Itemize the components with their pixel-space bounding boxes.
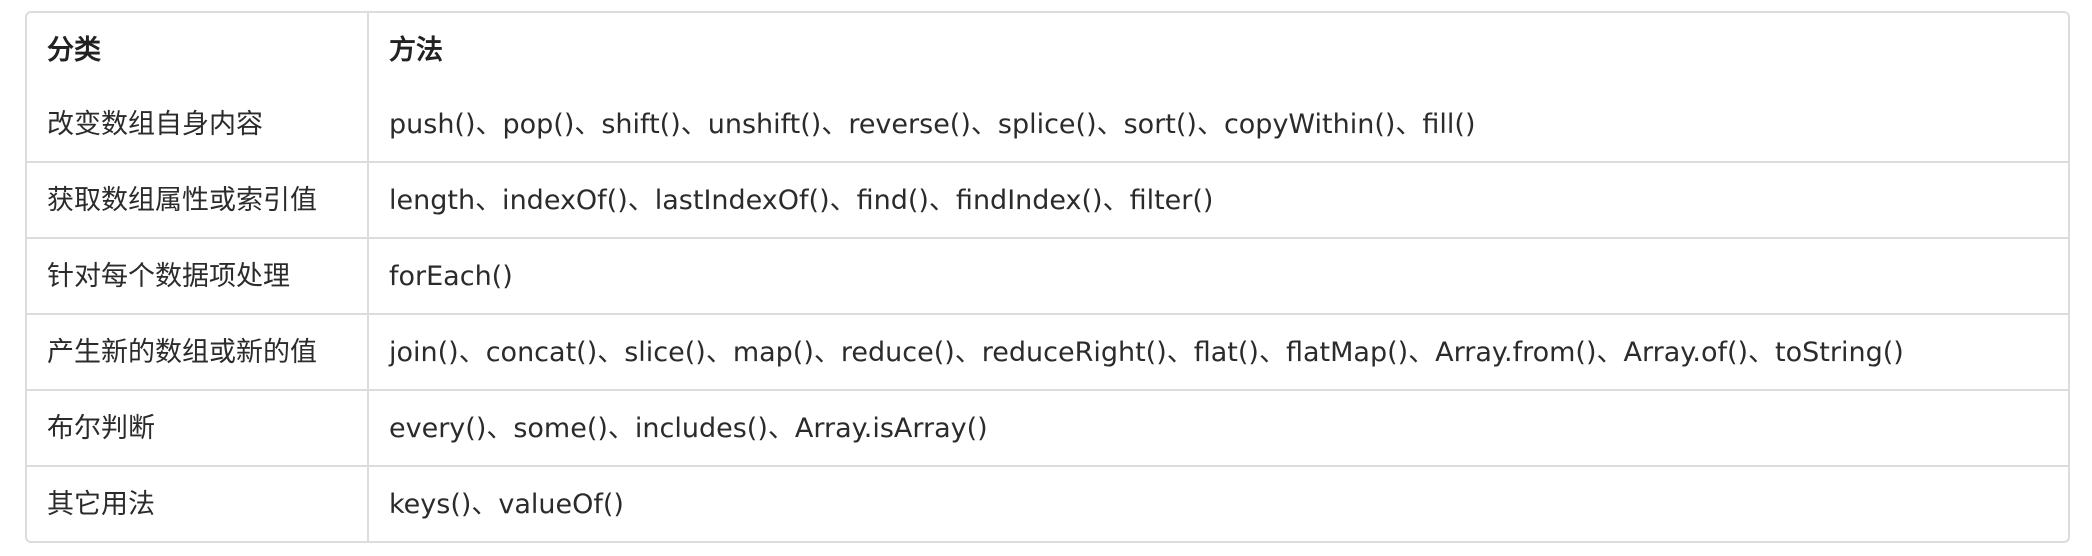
category-cell: 其它用法: [27, 465, 368, 541]
table-row: 布尔判断 every()、some()、includes()、Array.isA…: [27, 389, 2068, 466]
table-header-row: 分类 方法: [27, 13, 2068, 87]
category-cell: 改变数组自身内容: [47, 108, 263, 140]
header-category: 分类: [47, 34, 101, 66]
methods-cell: length、indexOf()、lastIndexOf()、find()、fi…: [367, 161, 2068, 238]
category-cell: 产生新的数组或新的值: [27, 313, 368, 390]
array-methods-table: 分类 方法 改变数组自身内容 push()、pop()、shift()、unsh…: [27, 13, 2068, 541]
category-cell: 针对每个数据项处理: [27, 237, 368, 314]
methods-cell: keys()、valueOf(): [367, 465, 2068, 541]
methods-cell: join()、concat()、slice()、map()、reduce()、r…: [367, 313, 2068, 390]
table-row: 针对每个数据项处理 forEach(): [27, 237, 2068, 314]
table-row: 产生新的数组或新的值 join()、concat()、slice()、map()…: [27, 313, 2068, 390]
methods-table-container: 分类 方法 改变数组自身内容 push()、pop()、shift()、unsh…: [25, 11, 2070, 543]
methods-cell: forEach(): [367, 237, 2068, 314]
category-cell: 布尔判断: [27, 389, 368, 466]
table-row: 其它用法 keys()、valueOf(): [27, 465, 2068, 541]
header-methods: 方法: [367, 13, 2068, 87]
methods-cell: push()、pop()、shift()、unshift()、reverse()…: [367, 87, 2068, 162]
methods-cell: every()、some()、includes()、Array.isArray(…: [367, 389, 2068, 466]
category-cell: 获取数组属性或索引值: [27, 161, 368, 238]
table-row: 改变数组自身内容 push()、pop()、shift()、unshift()、…: [27, 87, 2068, 162]
table-row: 获取数组属性或索引值 length、indexOf()、lastIndexOf(…: [27, 161, 2068, 238]
